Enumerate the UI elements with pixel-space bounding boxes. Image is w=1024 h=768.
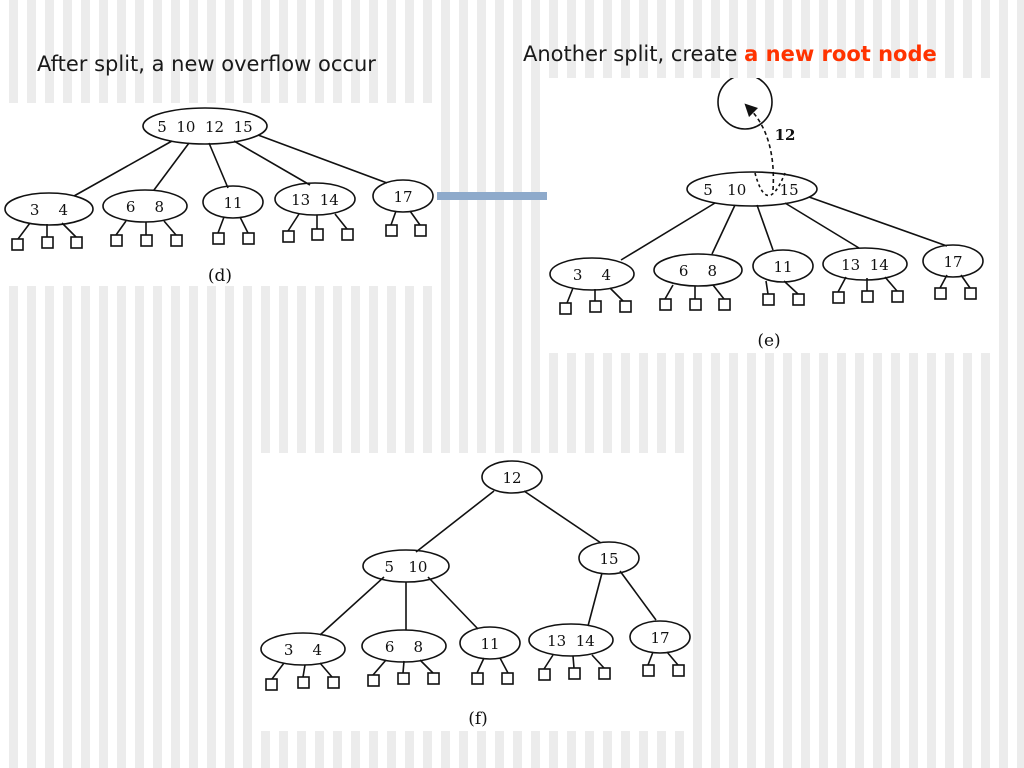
leaf-node: 17 [650,629,669,647]
panel-label-f: (f) [468,709,488,729]
leaf-node: 3 4 [284,641,322,659]
internal-node-right: 15 [599,550,618,568]
leaf-node: 11 [223,194,242,212]
caption-left: After split, a new overflow occur [37,52,376,76]
panel-label-d: (d) [208,266,232,286]
diagram-e: 12 5 10 15 3 4 6 8 11 13 14 17 (e) [547,78,991,353]
root-node-d: 5 10 12 15 [157,118,252,136]
leaf-node: 3 4 [30,201,68,219]
leaf-node: 3 4 [573,266,611,284]
leaf-node: 6 8 [679,262,717,280]
leaf-node: 11 [773,258,792,276]
leaf-node: 13 14 [841,256,889,274]
root-node-e: 5 10 15 [703,181,798,199]
leaf-node: 17 [943,253,962,271]
leaf-node: 11 [480,635,499,653]
leaf-node: 13 14 [547,632,595,650]
moving-key-label: 12 [775,126,796,144]
internal-node-left: 5 10 [385,558,428,576]
caption-right: Another split, create a new root node [523,42,937,66]
connector-bar [437,192,547,200]
caption-right-text: Another split, create [523,42,745,66]
caption-highlight: a new root node [744,42,937,66]
diagram-d: 5 10 12 15 3 4 6 8 11 13 14 17 (d) [2,103,437,286]
panel-label-e: (e) [757,331,780,351]
leaf-node: 13 14 [291,191,339,209]
leaf-node: 6 8 [385,638,423,656]
diagram-f: 12 5 10 15 3 4 6 8 11 13 14 17 (f) [258,453,693,731]
leaf-node: 17 [393,188,412,206]
root-node-f: 12 [502,469,521,487]
leaf-node: 6 8 [126,198,164,216]
